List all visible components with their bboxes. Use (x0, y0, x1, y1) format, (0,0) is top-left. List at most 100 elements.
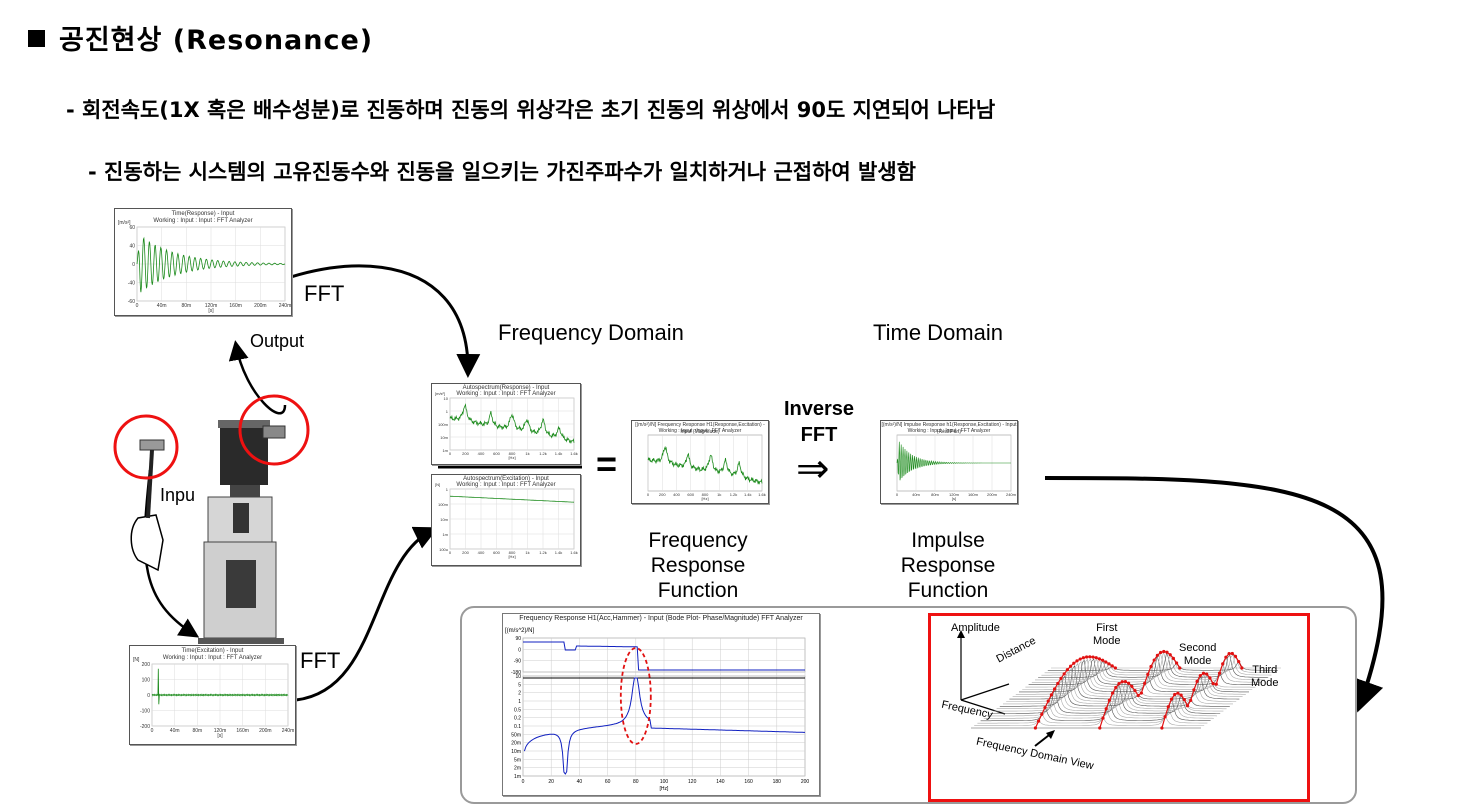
mode-shape-point (1069, 664, 1073, 668)
second-mode-line-1: Second (1179, 642, 1217, 654)
mode-shape-point (1195, 679, 1199, 683)
x-tick-label: 1k (525, 451, 529, 456)
plot-irf: [(m/s²)/N] Impulse Response h1(Response,… (880, 420, 1018, 504)
x-tick-label: 120 (688, 779, 697, 785)
mode-shape-point (1233, 654, 1238, 658)
arrow-fft-bottom (295, 526, 439, 702)
mode-shape-point (1075, 659, 1079, 663)
series-autospectrum-excitation (449, 495, 575, 503)
plot-subtitle: Working : Input : Input : FFT Analyzer (456, 391, 556, 397)
x-tick-label: 60 (605, 779, 611, 785)
x-unit-label: [s] (952, 496, 956, 501)
label-fft-bottom: FFT (300, 648, 341, 673)
page-title-text: 공진현상 (Resonance) (59, 25, 374, 56)
mode-shape-point (1072, 661, 1076, 665)
y-tick-label: 200 (142, 662, 151, 668)
x-tick-label: 0 (449, 451, 452, 456)
magnitude-tick-label: 10 (515, 674, 521, 680)
bullet-text-1: - 회전속도(1X 혹은 배수성분)로 진동하며 진동의 위상각은 초기 진동의… (66, 98, 996, 122)
mode-shape-point (1101, 716, 1105, 720)
x-tick-label: 100 (660, 779, 669, 785)
mode-shape-point (1062, 672, 1066, 676)
x-tick-label: 80m (192, 728, 202, 734)
mode-shape-point (1208, 676, 1212, 680)
x-unit-label: [Hz] (701, 496, 708, 501)
y-tick-label: -40 (128, 281, 135, 287)
plot-time-response: Time(Response) - Input Working : Input :… (114, 208, 292, 316)
accelerometer-sensor (262, 425, 286, 439)
sensor-highlight-circle (238, 394, 310, 466)
plot-frf: [(m/s²)/N] Frequency Response H1(Respons… (631, 420, 769, 504)
x-tick-label: 120m (205, 303, 218, 309)
x-tick-label: 1.6k (570, 550, 578, 555)
unit-label: [N] (435, 482, 440, 487)
label-frf: Frequency Response Function (618, 528, 778, 603)
wf-amplitude-label: Amplitude (951, 622, 1000, 634)
arrow-to-waterfall (1044, 476, 1385, 713)
mode-shape-point (1159, 650, 1163, 655)
x-tick-label: 400 (478, 550, 485, 555)
mode-shape-point (1046, 699, 1050, 703)
mode-shape-point (1104, 707, 1108, 711)
mode-shape-point (1065, 668, 1069, 672)
x-tick-label: 180 (773, 779, 782, 785)
series-frf (647, 445, 763, 485)
x-tick-label: 240m (282, 728, 295, 734)
mode-shape-point (1139, 691, 1143, 695)
mode-shape-point (1120, 680, 1124, 684)
mode-shape-point (1237, 659, 1241, 664)
x-tick-label: 1k (525, 550, 529, 555)
series-autospectrum-response (449, 403, 575, 444)
waterfall-trace (974, 717, 1205, 726)
mode-shape-point (1043, 705, 1047, 710)
label-fft-top: FFT (304, 281, 345, 306)
x-tick-label: 140 (716, 779, 725, 785)
mode-shape-point (1107, 662, 1111, 666)
mode-shape-point (1117, 682, 1121, 686)
x-tick-label: 0 (896, 492, 899, 497)
x-tick-label: 1.4k (744, 492, 752, 497)
label-time-domain: Time Domain (873, 320, 1003, 345)
mode-shape-point (1240, 666, 1244, 670)
mode-shape-point (1088, 655, 1092, 659)
magnitude-tick-label: 10m (511, 749, 521, 755)
plot-title: [(m/s²)/N] Impulse Response h1(Response,… (881, 422, 1017, 435)
x-tick-label: 40m (157, 303, 167, 309)
unit-label: [N] (133, 657, 140, 663)
mode-shape-point (1085, 655, 1089, 659)
y-tick-label: 0 (132, 262, 135, 268)
mode-shape-point (1114, 685, 1118, 690)
x-tick-label: 120m (214, 728, 227, 734)
x-unit-label: [Hz] (508, 455, 515, 460)
y-tick-label: 40 (129, 244, 135, 250)
magnitude-tick-label: 1m (514, 774, 521, 780)
y-tick-label: 1 (446, 409, 449, 414)
y-tick-label: 10 (444, 396, 449, 401)
label-irf: Impulse Response Function (868, 528, 1028, 603)
mode-shape-point (1178, 666, 1182, 670)
mode-shape-point (1211, 682, 1215, 686)
mode-shape-point (1136, 693, 1140, 698)
plot-subtitle: Working : Input : Input : FFT Analyzer (162, 655, 263, 661)
mode-shape-point (1143, 681, 1147, 685)
x-tick-label: 200m (254, 303, 267, 309)
y-tick-label: -200 (140, 724, 150, 730)
series-magnitude (523, 677, 805, 775)
bode-unit: [(m/s^2)/N] (505, 628, 534, 634)
mode-shape-point (1127, 681, 1131, 685)
x-unit-label: [Hz] (508, 554, 515, 559)
mode-shape-point (1168, 653, 1172, 657)
x-tick-label: 80m (181, 303, 191, 309)
y-tick-label: 1m (442, 532, 448, 537)
x-tick-label: 1.6k (570, 451, 578, 456)
y-tick-label: 100m (438, 502, 449, 507)
mode-shape-point (1214, 682, 1218, 686)
bode-title: Frequency Response H1(Acc,Hammer) - Inpu… (519, 615, 803, 622)
mode-shape-point (1081, 656, 1085, 660)
mode-shape-point (1113, 666, 1117, 670)
magnitude-tick-label: 50m (511, 732, 521, 738)
x-tick-label: 160m (968, 492, 979, 497)
magnitude-tick-label: 0.2 (514, 716, 521, 722)
inverse-label: Inverse (783, 398, 855, 420)
